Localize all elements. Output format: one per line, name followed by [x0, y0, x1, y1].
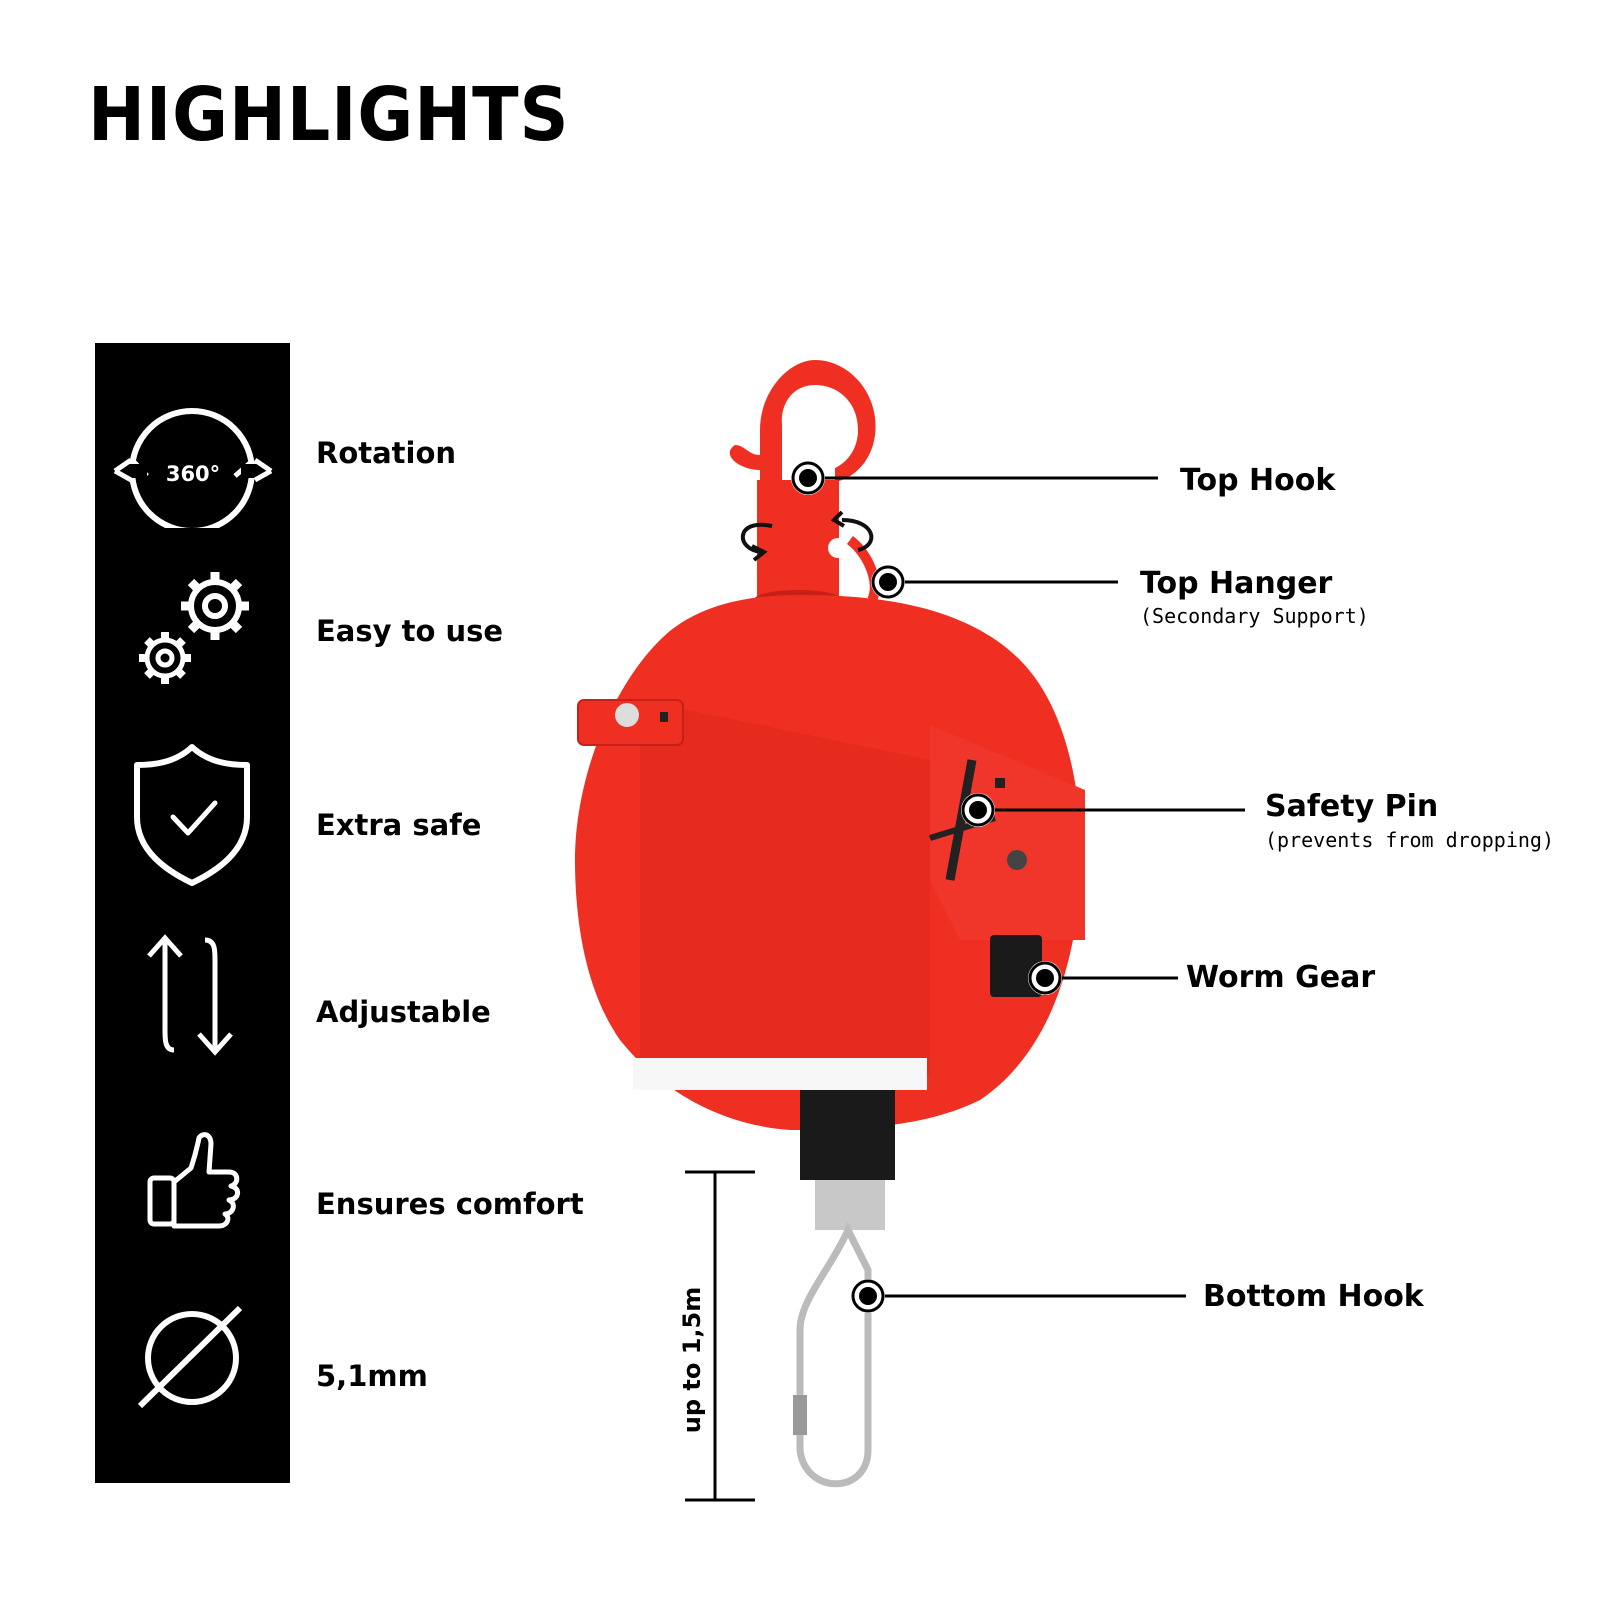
- callout-safety-pin-title: Safety Pin: [1265, 789, 1439, 824]
- up-down-arrows-icon: [95, 918, 290, 1078]
- feature-label-extra-safe: Extra safe: [316, 808, 482, 842]
- feature-label-diameter: 5,1mm: [316, 1359, 428, 1393]
- callout-marker-top-hanger: [871, 565, 905, 599]
- gears-icon: [95, 548, 290, 708]
- thumbs-up-icon: [95, 1098, 290, 1258]
- feature-icon-sidebar: 360°: [95, 343, 290, 1483]
- shield-check-icon: [95, 735, 290, 895]
- callout-marker-bottom-hook: [851, 1279, 885, 1313]
- feature-label-ensures-comfort: Ensures comfort: [316, 1187, 584, 1221]
- callout-marker-worm-gear: [1028, 961, 1062, 995]
- diameter-icon: [95, 1278, 290, 1438]
- callout-safety-pin-subtitle: (prevents from dropping): [1265, 828, 1554, 852]
- cable-length-label: up to 1,5m: [678, 1286, 706, 1434]
- feature-label-easy-to-use: Easy to use: [316, 614, 504, 648]
- rotation-360-icon: 360°: [95, 368, 290, 528]
- callout-top-hanger-title: Top Hanger: [1140, 566, 1333, 601]
- callout-top-hanger-subtitle: (Secondary Support): [1140, 604, 1369, 628]
- callout-top-hook-title: Top Hook: [1180, 463, 1336, 498]
- feature-label-rotation: Rotation: [316, 436, 457, 470]
- page-title: HIGHLIGHTS: [88, 72, 570, 158]
- callout-worm-gear-title: Worm Gear: [1186, 960, 1376, 995]
- callout-marker-top-hook: [791, 461, 825, 495]
- callout-marker-safety-pin: [961, 793, 995, 827]
- rotation-360-text: 360°: [166, 462, 220, 486]
- feature-label-adjustable: Adjustable: [316, 995, 491, 1029]
- spring-balancer-product-image: [575, 360, 1085, 1488]
- callout-bottom-hook-title: Bottom Hook: [1203, 1279, 1424, 1314]
